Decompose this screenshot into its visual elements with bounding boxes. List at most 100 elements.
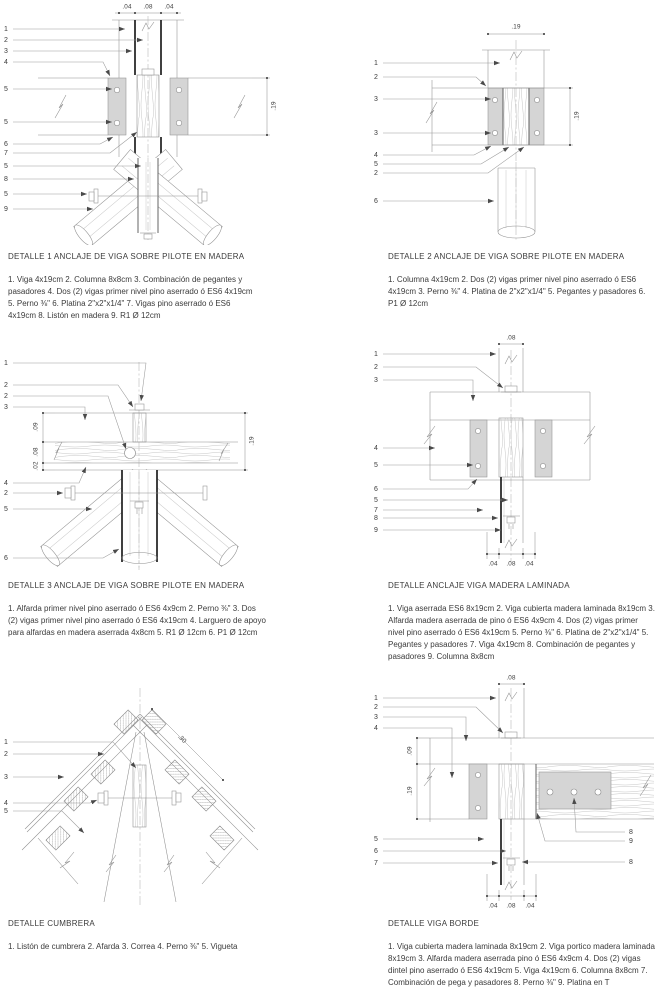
d4-top-dimension: .08 [498, 335, 524, 345]
callout-number: 3 [374, 96, 378, 103]
callout-number: 1 [4, 26, 8, 33]
callout-number: 1 [374, 60, 378, 67]
callout-number: 4 [374, 725, 378, 732]
callout-number: 2 [4, 393, 8, 400]
callout-number: 1 [374, 351, 378, 358]
d4-callouts: 1 2 3 4 5 6 5 7 8 9 [374, 351, 508, 534]
dim-label: .04 [122, 4, 132, 11]
d1-through-bolt [88, 188, 208, 204]
callout-number: 4 [374, 445, 378, 452]
detail-6-title: DETALLE VIGA BORDE [388, 919, 480, 928]
detail-5-drawing: .30 1 2 3 4 5 [4, 688, 259, 906]
bolt-head [134, 403, 145, 411]
d2-round-pile [497, 162, 536, 242]
d1-callouts: 1 2 3 4 5 5 6 7 5 8 5 9 [4, 26, 143, 213]
pin-circle [124, 447, 136, 459]
callout-number: 6 [374, 198, 378, 205]
callout-number: 5 [4, 86, 8, 93]
d6-bottom-dimension: .04 .08 .04 [486, 874, 537, 910]
detail-6-drawing: .08 .09 .19 [374, 675, 654, 910]
callout-number: 5 [4, 808, 8, 815]
d6-callouts-left: 1 2 3 4 5 6 7 [374, 695, 506, 867]
callout-number: 8 [4, 176, 8, 183]
dim-label: .09 [33, 422, 40, 432]
callout-number: 5 [374, 462, 378, 469]
d2-right-dimension: .19 [544, 87, 581, 146]
d6-left-dimensions: .09 .19 [407, 737, 430, 820]
d6-callouts-right: 8 9 8 [522, 797, 633, 866]
plate-left [468, 763, 488, 820]
detail-6-notes: DETALLE VIGA BORDE 1. Viga cubierta made… [388, 919, 656, 989]
d2-top-dimension: .19 [487, 24, 545, 35]
dim-label: .04 [488, 903, 498, 910]
d1-center-post [137, 158, 159, 240]
d4-beam-face [423, 391, 596, 481]
detail-4-drawing: .08 .04 .08 .04 [374, 335, 596, 568]
d4-steel-plates [469, 419, 553, 478]
callout-number: 8 [629, 829, 633, 836]
dim-label: .02 [33, 461, 40, 471]
callout-number: 3 [374, 714, 378, 721]
bolt-nut [143, 233, 153, 240]
callout-number: 7 [4, 150, 8, 157]
callout-number: 3 [4, 404, 8, 411]
dim-label: .19 [271, 101, 278, 111]
callout-number: 2 [4, 382, 8, 389]
dim-label: .08 [143, 4, 153, 11]
dim-label: .19 [407, 786, 414, 796]
callout-number: 2 [4, 751, 8, 758]
callout-number: 1 [4, 360, 8, 367]
bolt-head [504, 731, 518, 739]
callout-number: 1 [374, 695, 378, 702]
callout-number: 5 [374, 836, 378, 843]
d5-slope-dimension: .30 [151, 708, 224, 781]
dim-label: .04 [164, 4, 174, 11]
callout-number: 5 [374, 497, 378, 504]
callout-number: 4 [4, 800, 8, 807]
detail-2-notes: DETALLE 2 ANCLAJE DE VIGA SOBRE PILOTE E… [388, 252, 656, 310]
bolt-nut [506, 858, 516, 866]
plate-left [107, 77, 127, 136]
detail-4-title: DETALLE ANCLAJE VIGA MADERA LAMINADA [388, 581, 570, 590]
callout-number: 3 [4, 48, 8, 55]
d4-column [498, 417, 524, 549]
plate-right [169, 77, 189, 136]
detail-1-title: DETALLE 1 ANCLAJE DE VIGA SOBRE PILOTE E… [8, 252, 245, 261]
detail-3-drawing: .09 .08 .02 .19 [4, 360, 256, 570]
d5-purlins [45, 709, 235, 851]
callout-number: 6 [4, 141, 8, 148]
detail-5-notes: DETALLE CUMBRERA 1. Listón de cumbrera 2… [8, 919, 308, 953]
detail-3-notes: DETALLE 3 ANCLAJE DE VIGA SOBRE PILOTE E… [8, 581, 266, 639]
d2-callouts: 1 2 3 3 4 5 2 6 [374, 60, 525, 205]
detail-4-notes: DETALLE ANCLAJE VIGA MADERA LAMINADA 1. … [388, 581, 656, 663]
callout-number: 2 [374, 364, 378, 371]
d6-top-dimension: .08 [498, 675, 525, 685]
plate-right [534, 419, 553, 478]
callout-number: 4 [4, 480, 8, 487]
dim-label: .08 [506, 335, 516, 342]
callout-number: 2 [4, 490, 8, 497]
d3-left-dimensions: .09 .08 .02 [33, 412, 55, 471]
d3-rod-nut [130, 500, 149, 514]
detail-4-body: 1. Viga aserrada ES6 8x19cm 2. Viga cubi… [388, 604, 655, 661]
callout-number: 2 [374, 704, 378, 711]
detail-2-drawing: .19 .19 1 2 3 3 4 5 2 [374, 24, 581, 242]
callout-number: 8 [629, 859, 633, 866]
bolt-head [504, 385, 518, 393]
callout-number: 7 [374, 507, 378, 514]
callout-number: 7 [374, 860, 378, 867]
callout-number: 6 [374, 848, 378, 855]
d5-through-bolt [97, 790, 182, 806]
dim-label: .04 [525, 903, 535, 910]
dim-label: .09 [407, 746, 414, 756]
callout-number: 5 [4, 506, 8, 513]
detail-3-body: 1. Alfarda primer nivel pino aserrado ó … [8, 604, 266, 637]
plate-left [469, 419, 488, 478]
detail-5-body: 1. Listón de cumbrera 2. Afarda 3. Corre… [8, 942, 238, 951]
bolt-nut [506, 516, 516, 524]
callout-number: 5 [4, 191, 8, 198]
callout-number: 1 [4, 739, 8, 746]
callout-number: 5 [4, 119, 8, 126]
callout-number: 2 [4, 37, 8, 44]
